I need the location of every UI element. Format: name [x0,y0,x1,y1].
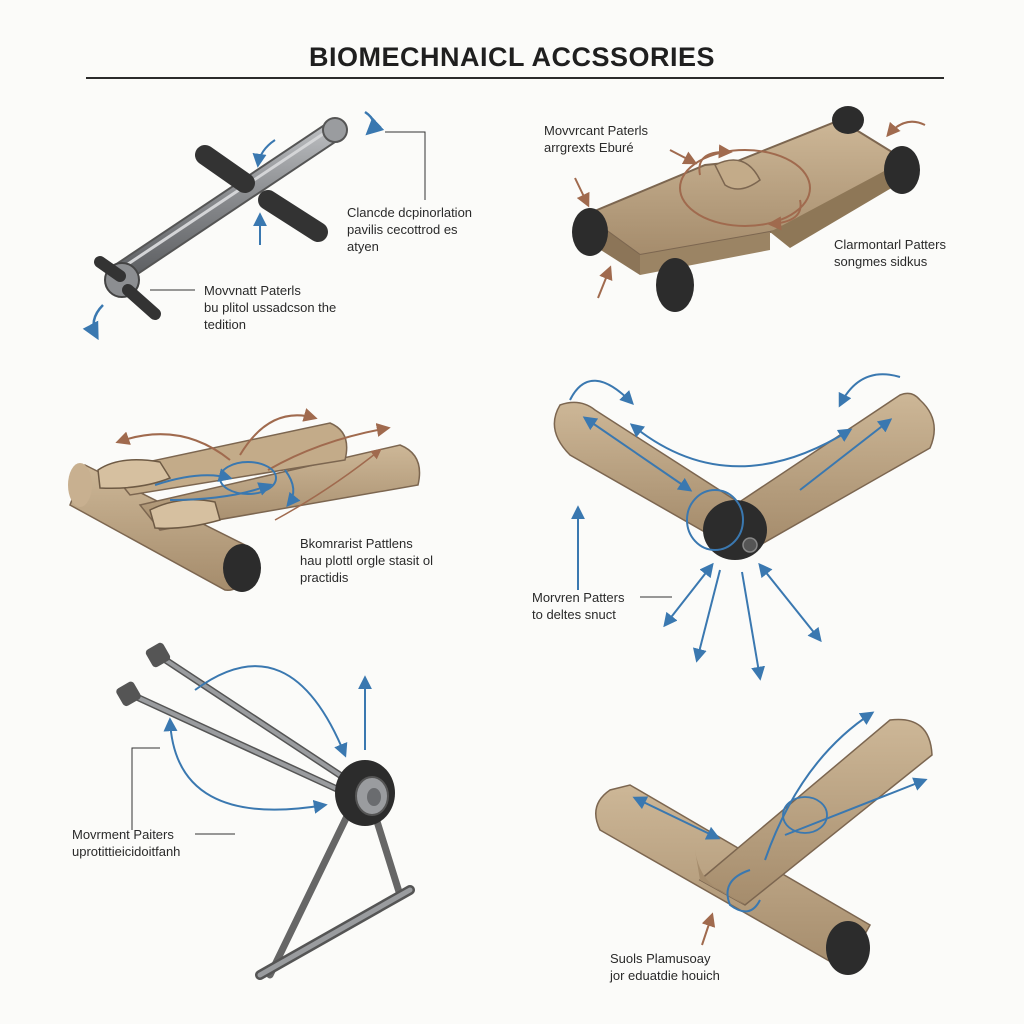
label-line: arrgrexts Eburé [544,140,634,155]
page-title: BIOMECHNAICL ACCSSORIES [308,42,716,72]
label-line: Clarmontarl Patters [834,237,946,252]
label-line: tedition [204,317,246,332]
label-pulley: Movrment Paiters uprotittieicidoitfanh [72,826,180,860]
label-line: hau plottl orgle stasit ol [300,553,433,568]
label-cross-roller: Suols Plamusoay jor eduatdie houich [610,950,720,984]
label-line: Suols Plamusoay [610,951,711,966]
label-line: bu plitol ussadcson the [204,300,337,315]
label-line: Movvrcant Paterls [544,123,649,138]
label-t-handle-upper: Clancde dcpinorlation pavilis cecottrod … [347,204,472,255]
label-line: Morvren Patters [532,590,625,605]
label-board-upper: Movvrcant Paterls arrgrexts Eburé [544,122,648,156]
label-line: practidis [300,570,349,585]
label-line: atyen [347,239,379,254]
label-line: Clancde dcpinorlation [347,205,473,220]
label-line: Movrment Paiters [72,827,174,842]
label-rollers: Bkomrarist Pattlens hau plottl orgle sta… [300,535,433,586]
twin-rollers-figure [68,408,421,592]
label-line: Movvnatt Paterls [204,283,301,298]
label-line: pavilis cecottrod es [347,222,458,237]
label-t-handle-lower: Movvnatt Paterls bu plitol ussadcson the… [204,282,336,333]
label-v-handle: Morvren Patters to deltes snuct [532,589,624,623]
wheeled-board-figure [572,106,926,312]
label-line: songmes sidkus [834,254,928,269]
label-line: uprotittieicidoitfanh [72,844,181,859]
t-handle-bar-figure [82,110,426,341]
label-line: Bkomrarist Pattlens [300,536,413,551]
cross-roller-figure [595,711,933,975]
v-handle-figure [553,373,935,681]
label-line: to deltes snuct [532,607,616,622]
label-board-lower: Clarmontarl Patters songmes sidkus [834,236,946,270]
title-divider [86,77,944,79]
label-line: jor eduatdie houich [610,968,720,983]
pulley-frame-figure [116,642,415,980]
